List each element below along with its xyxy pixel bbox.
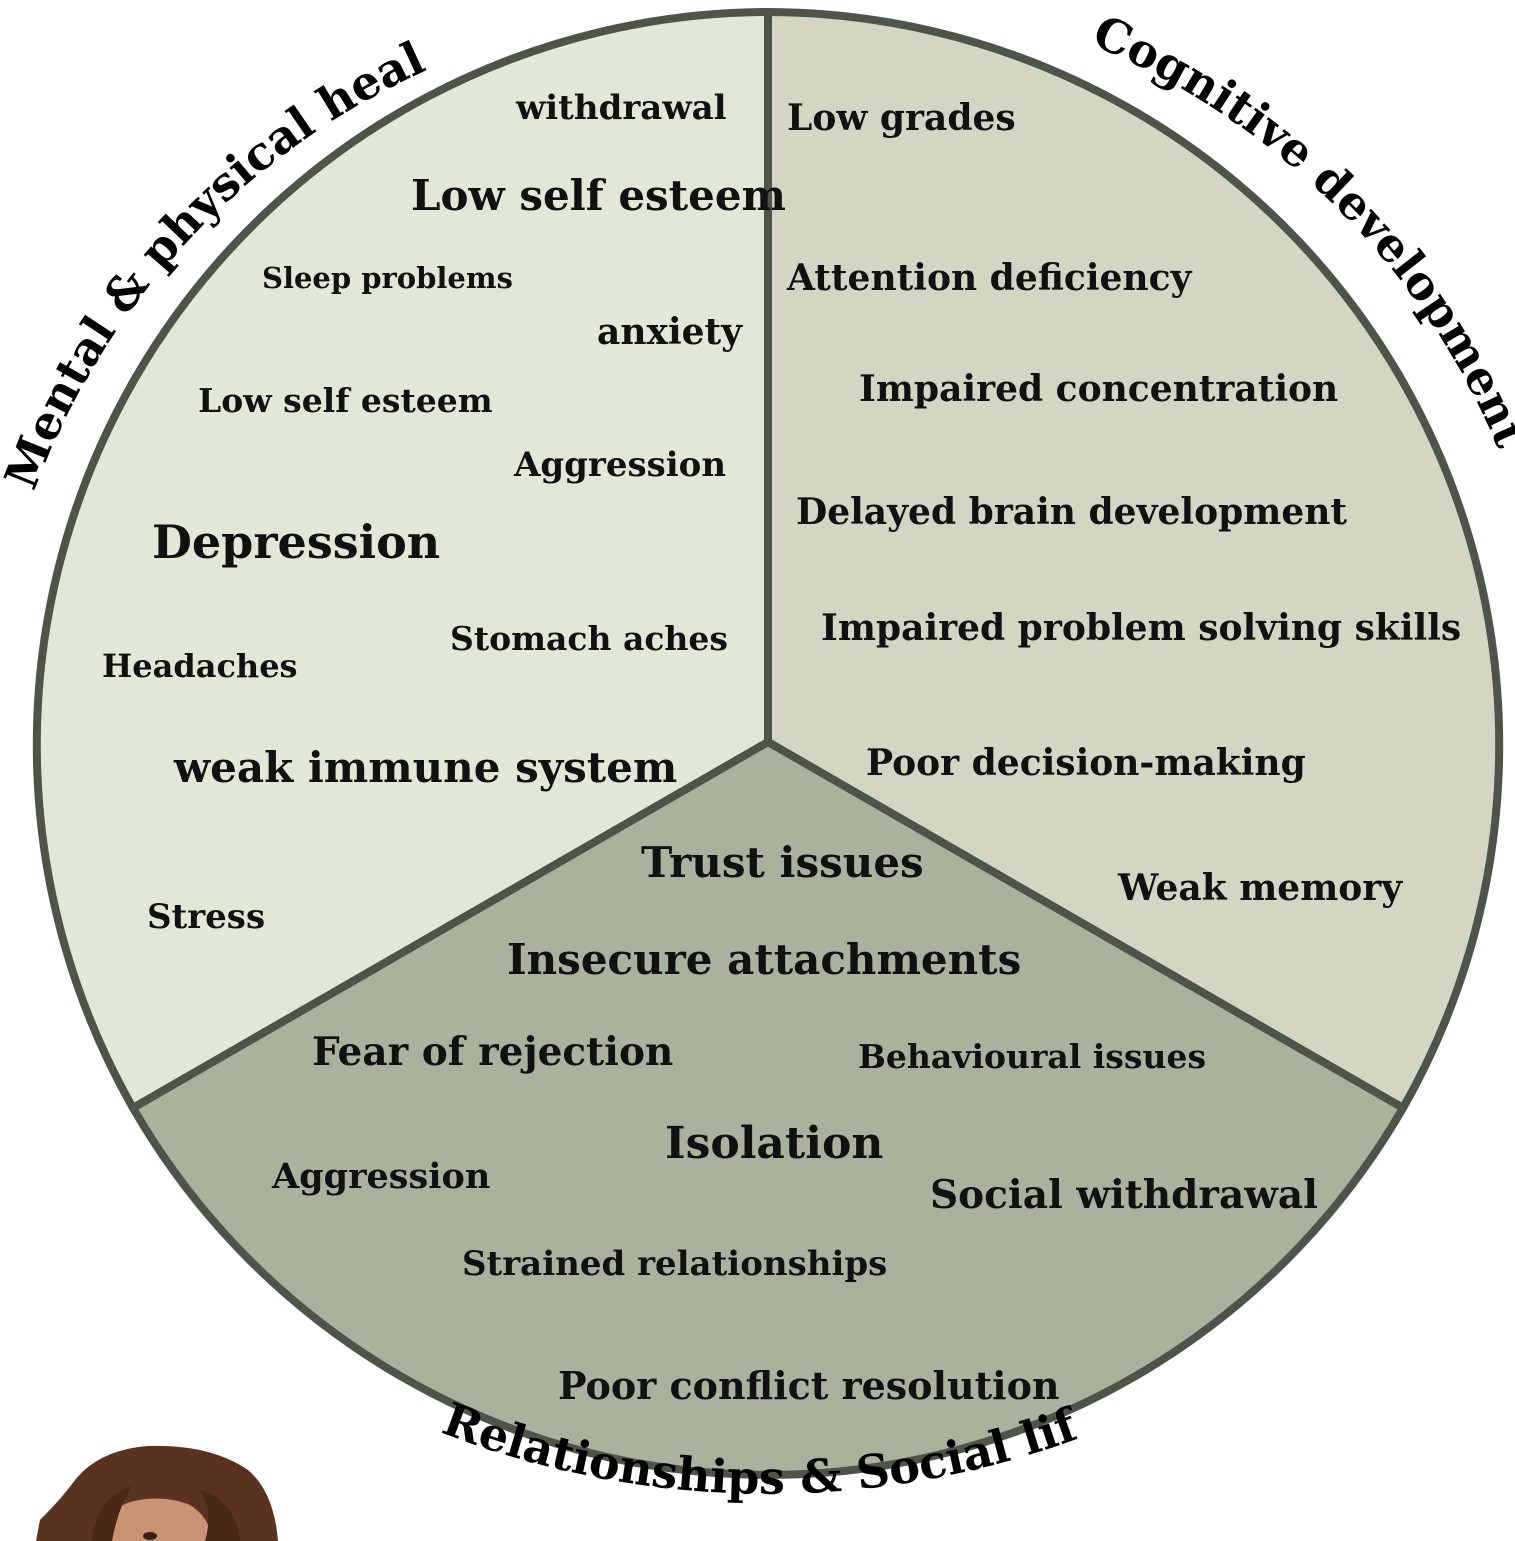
item-anxiety: anxiety (597, 311, 743, 353)
item-strained-relationships: Strained relationships (462, 1244, 887, 1284)
item-impaired-concentration: Impaired concentration (859, 368, 1338, 410)
segment-mental-physical-health (32, 8, 772, 1112)
item-withdrawal: withdrawal (515, 88, 727, 128)
item-behavioural-issues: Behavioural issues (858, 1037, 1206, 1076)
item-trust-issues: Trust issues (641, 838, 924, 887)
item-impaired-problem-solving-skills: Impaired problem solving skills (821, 607, 1461, 649)
item-sleep-problems: Sleep problems (262, 261, 513, 295)
item-isolation: Isolation (665, 1118, 883, 1169)
item-low-self-esteem-small: Low self esteem (198, 381, 493, 420)
segment-relationships-social-life (129, 738, 1407, 1479)
item-insecure-attachments: Insecure attachments (507, 935, 1021, 984)
item-aggression-relationships: Aggression (271, 1156, 490, 1197)
item-low-grades: Low grades (787, 97, 1016, 139)
item-headaches: Headaches (102, 647, 298, 685)
girl-illustration-icon (36, 1445, 278, 1541)
item-depression: Depression (152, 515, 440, 569)
item-fear-of-rejection: Fear of rejection (312, 1029, 673, 1075)
item-poor-conflict-resolution: Poor conflict resolution (558, 1363, 1060, 1408)
item-poor-decision-making: Poor decision-making (866, 742, 1306, 784)
item-attention-deficiency: Attention deficiency (786, 257, 1193, 299)
item-weak-immune-system: weak immune system (173, 743, 677, 792)
item-stress: Stress (147, 897, 265, 937)
item-social-withdrawal: Social withdrawal (930, 1172, 1318, 1218)
segment-cognitive-development (764, 8, 1504, 1112)
item-aggression-mental: Aggression (513, 445, 726, 485)
item-delayed-brain-development: Delayed brain development (796, 491, 1347, 533)
item-weak-memory: Weak memory (1117, 867, 1403, 909)
item-low-self-esteem-large: Low self esteem (411, 171, 786, 220)
item-stomach-aches: Stomach aches (450, 619, 728, 658)
